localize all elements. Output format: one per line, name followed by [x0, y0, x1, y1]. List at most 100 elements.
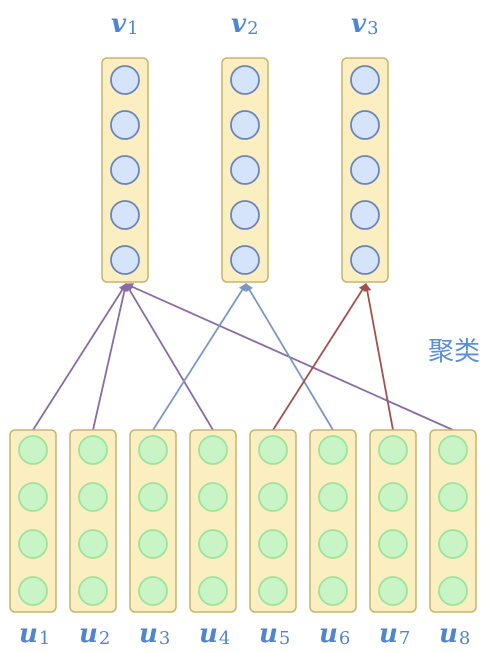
vector-node: [438, 482, 468, 512]
u-label-6: u6: [319, 619, 350, 649]
u-label-7: u7: [379, 619, 410, 649]
vector-node: [198, 576, 228, 606]
vector-node: [198, 435, 228, 465]
v-label-subscript: 3: [367, 18, 378, 39]
u-label-subscript: 6: [339, 628, 350, 649]
vector-node: [438, 435, 468, 465]
input-vector-u5: u5: [249, 429, 297, 649]
vector-node: [230, 155, 260, 185]
vector-node: [138, 576, 168, 606]
u-label-subscript: 5: [279, 628, 290, 649]
vector-node: [18, 435, 48, 465]
vector-node: [138, 529, 168, 559]
v-label-2: v2: [231, 9, 259, 39]
vector-node: [110, 65, 140, 95]
vector-column: [249, 429, 297, 613]
vector-column: [189, 429, 237, 613]
vector-node: [110, 110, 140, 140]
vector-node: [318, 435, 348, 465]
u-label-base: u: [439, 619, 458, 649]
vector-node: [350, 245, 380, 275]
vector-node: [110, 200, 140, 230]
vector-column: [129, 429, 177, 613]
vector-column: [309, 429, 357, 613]
vector-node: [350, 110, 380, 140]
vector-node: [138, 482, 168, 512]
v-label-base: v: [231, 9, 247, 39]
edge-u2-to-v1: [92, 283, 129, 431]
vector-node: [378, 435, 408, 465]
cluster-label: 聚类: [428, 337, 480, 367]
edge-u4-to-v1: [125, 283, 214, 431]
edge-u1-to-v1: [32, 283, 127, 431]
vector-node: [350, 155, 380, 185]
u-label-base: u: [319, 619, 338, 649]
vector-column: [9, 429, 57, 613]
vector-node: [18, 482, 48, 512]
v-label-3: v3: [351, 9, 379, 39]
edge-u3-to-v2: [152, 283, 247, 431]
centroid-vector-v2: v2: [221, 9, 269, 283]
u-label-subscript: 3: [159, 628, 170, 649]
u-label-subscript: 4: [219, 628, 230, 649]
vector-node: [78, 576, 108, 606]
input-vector-u2: u2: [69, 429, 117, 649]
vector-node: [258, 576, 288, 606]
vector-column: [429, 429, 477, 613]
vector-node: [230, 110, 260, 140]
v-label-subscript: 2: [247, 18, 258, 39]
input-vector-u4: u4: [189, 429, 237, 649]
vector-node: [198, 482, 228, 512]
input-vector-u3: u3: [129, 429, 177, 649]
vector-node: [378, 529, 408, 559]
u-label-base: u: [199, 619, 218, 649]
u-label-5: u5: [259, 619, 290, 649]
vector-column: [69, 429, 117, 613]
vector-node: [230, 65, 260, 95]
u-label-subscript: 1: [39, 628, 50, 649]
v-label-base: v: [111, 9, 127, 39]
u-label-base: u: [79, 619, 98, 649]
edge-u6-to-v2: [245, 283, 334, 431]
u-label-subscript: 7: [399, 628, 410, 649]
u-label-base: u: [259, 619, 278, 649]
vector-node: [378, 576, 408, 606]
input-vector-u8: u8: [429, 429, 477, 649]
vector-node: [258, 529, 288, 559]
vector-node: [18, 529, 48, 559]
vector-node: [378, 482, 408, 512]
vector-node: [318, 529, 348, 559]
u-label-base: u: [139, 619, 158, 649]
vector-node: [78, 435, 108, 465]
vector-node: [258, 435, 288, 465]
vector-node: [258, 482, 288, 512]
u-label-4: u4: [199, 619, 230, 649]
vector-node: [230, 200, 260, 230]
v-label-base: v: [351, 9, 367, 39]
vector-node: [350, 200, 380, 230]
vector-node: [78, 529, 108, 559]
edge-u7-to-v3: [363, 283, 394, 431]
centroid-vector-v1: v1: [101, 9, 149, 283]
cluster-edges: [32, 283, 454, 431]
input-vector-u6: u6: [309, 429, 357, 649]
v-label-subscript: 1: [127, 18, 138, 39]
vector-node: [438, 576, 468, 606]
vector-node: [350, 65, 380, 95]
u-label-3: u3: [139, 619, 170, 649]
vector-node: [138, 435, 168, 465]
vector-node: [110, 245, 140, 275]
vector-node: [198, 529, 228, 559]
v-label-1: v1: [111, 9, 139, 39]
input-vector-u1: u1: [9, 429, 57, 649]
u-label-base: u: [379, 619, 398, 649]
u-label-1: u1: [19, 619, 50, 649]
vector-node: [78, 482, 108, 512]
vector-node: [110, 155, 140, 185]
vector-column: [369, 429, 417, 613]
edge-u5-to-v3: [272, 283, 367, 431]
vector-node: [318, 482, 348, 512]
u-label-8: u8: [439, 619, 470, 649]
